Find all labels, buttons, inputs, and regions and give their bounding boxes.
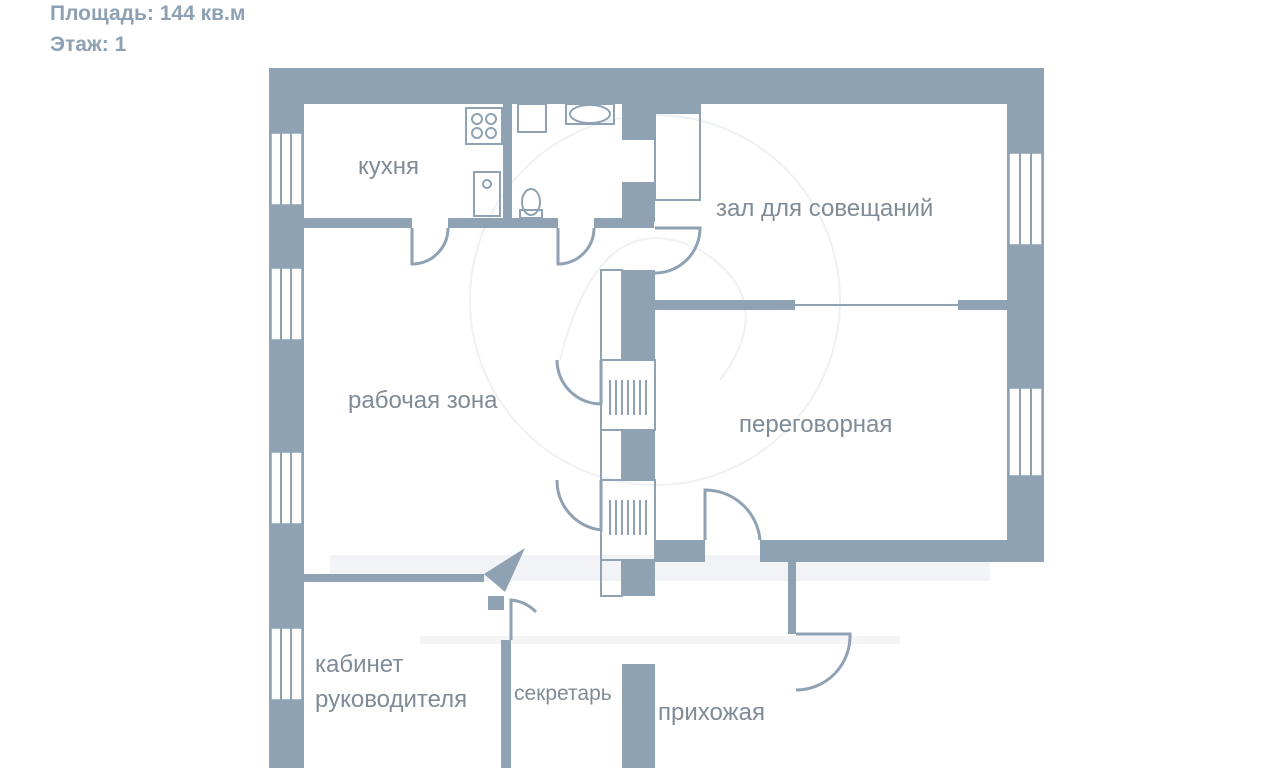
label-director-line2: руководителя bbox=[315, 686, 467, 713]
windows bbox=[270, 132, 1043, 701]
label-meeting-hall: зал для совещаний bbox=[716, 195, 933, 222]
doors bbox=[410, 226, 852, 692]
label-director-line1: кабинет bbox=[315, 651, 403, 678]
label-hallway: прихожая bbox=[658, 699, 765, 726]
label-work-zone: рабочая зона bbox=[348, 387, 498, 414]
floor-caption: Этаж: 1 bbox=[50, 33, 127, 56]
interior-walls bbox=[304, 104, 1007, 768]
label-secretary: секретарь bbox=[514, 682, 612, 705]
label-negotiation-room: переговорная bbox=[739, 411, 892, 438]
label-kitchen: кухня bbox=[358, 153, 419, 180]
area-caption: Площадь: 144 кв.м bbox=[50, 2, 246, 25]
fixtures bbox=[465, 103, 701, 597]
